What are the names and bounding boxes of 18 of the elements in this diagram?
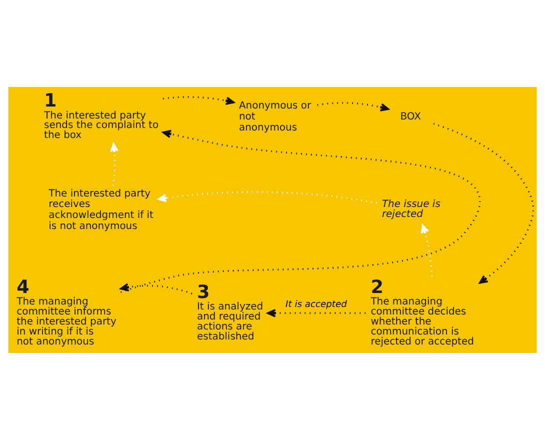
arrow — [420, 224, 433, 276]
arrow — [317, 102, 390, 111]
arrow — [120, 282, 192, 294]
node-text: 3 It is analyzed and required actions are established — [197, 281, 264, 342]
arrow — [162, 96, 235, 104]
node-text: The issue is rejected — [382, 198, 440, 220]
node-text: 4 The managing committee informs the interested party in writing if it is not anonymous — [16, 276, 116, 347]
node-text: 1 The interested party sends the complaint to the box — [44, 90, 159, 141]
arrow — [266, 308, 366, 317]
node-text: Anonymous or not anonymous — [238, 100, 312, 133]
arrow — [120, 129, 480, 292]
arrow — [158, 190, 377, 204]
arrow — [110, 142, 118, 186]
node-text: 2 The managing committee decides whether the communication is rejected or accepted — [370, 276, 474, 347]
node-text: The interested party receives acknowledgment if it is not anonymous — [48, 188, 154, 232]
arrow — [433, 122, 534, 284]
node-text: BOX — [400, 111, 421, 122]
edge-label: It is accepted — [286, 300, 347, 310]
